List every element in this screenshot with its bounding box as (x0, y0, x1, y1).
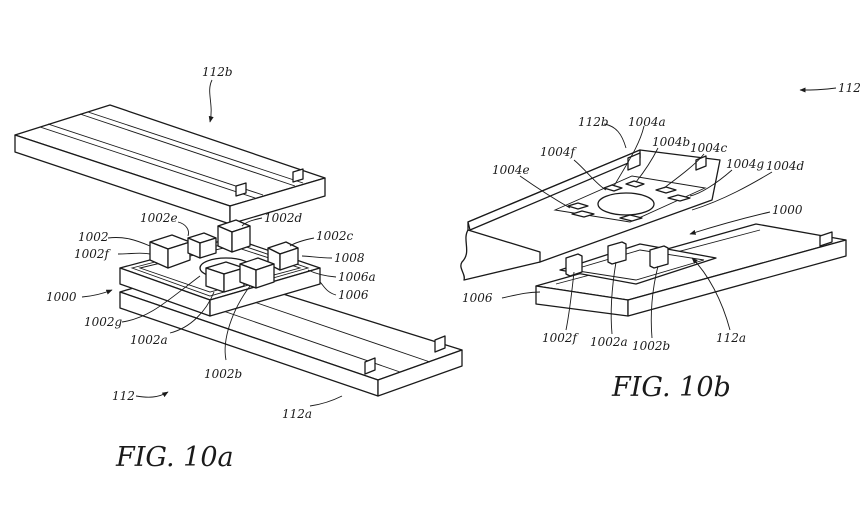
label-112-b: 112 (838, 81, 861, 95)
label-1000-b: 1000 (772, 203, 803, 217)
label-1002b: 1002b (204, 367, 242, 381)
label-1002e: 1002e (140, 211, 178, 225)
label-1004e: 1004e (492, 163, 530, 177)
label-1004a: 1004a (628, 115, 666, 129)
block-1002e (149, 234, 191, 269)
label-112b: 112b (202, 65, 233, 79)
label-1004d: 1004d (766, 159, 805, 173)
rail-112b (14, 104, 326, 225)
label-1002: 1002 (78, 230, 109, 244)
label-112a: 112a (282, 407, 312, 421)
fig-10b-drawing (460, 87, 847, 339)
label-1006-b: 1006 (462, 291, 493, 305)
label-1008: 1008 (334, 251, 365, 265)
label-1004b: 1004b (652, 135, 690, 149)
fig-10a-drawing (14, 79, 463, 407)
label-1006: 1006 (338, 288, 369, 302)
label-1002d: 1002d (264, 211, 303, 225)
label-1002f: 1002f (74, 247, 112, 261)
label-1004g: 1004g (726, 157, 765, 171)
block-1002f (187, 232, 217, 259)
label-1004c: 1004c (690, 141, 728, 155)
label-1002f-b: 1002f (542, 331, 580, 345)
label-112b-b: 112b (578, 115, 609, 129)
fig-10a-labels: 112b 1002e 1002d 1002 1002f 1002c 1008 1… (46, 65, 376, 473)
disc-center (597, 192, 655, 216)
label-1002c: 1002c (316, 229, 354, 243)
label-1000: 1000 (46, 290, 77, 304)
label-1004f: 1004f (540, 145, 578, 159)
rail-112b-inverted (460, 149, 721, 281)
label-1002a: 1002a (130, 333, 168, 347)
block-1002d (217, 219, 251, 253)
figure-caption-10a: FIG. 10a (115, 442, 234, 473)
label-1002g: 1002g (84, 315, 123, 329)
label-112: 112 (112, 389, 135, 403)
figure-caption-10b: FIG. 10b (611, 372, 731, 403)
label-1006a: 1006a (338, 270, 376, 284)
label-1002a-b: 1002a (590, 335, 628, 349)
fig-10b-labels: 112 112b 1004a 1004b 1004f 1004c 1004g 1… (462, 81, 861, 403)
label-1002b-b: 1002b (632, 339, 670, 353)
block-1002a (205, 261, 245, 293)
label-112a-b: 112a (716, 331, 746, 345)
block-1002b (239, 257, 275, 289)
